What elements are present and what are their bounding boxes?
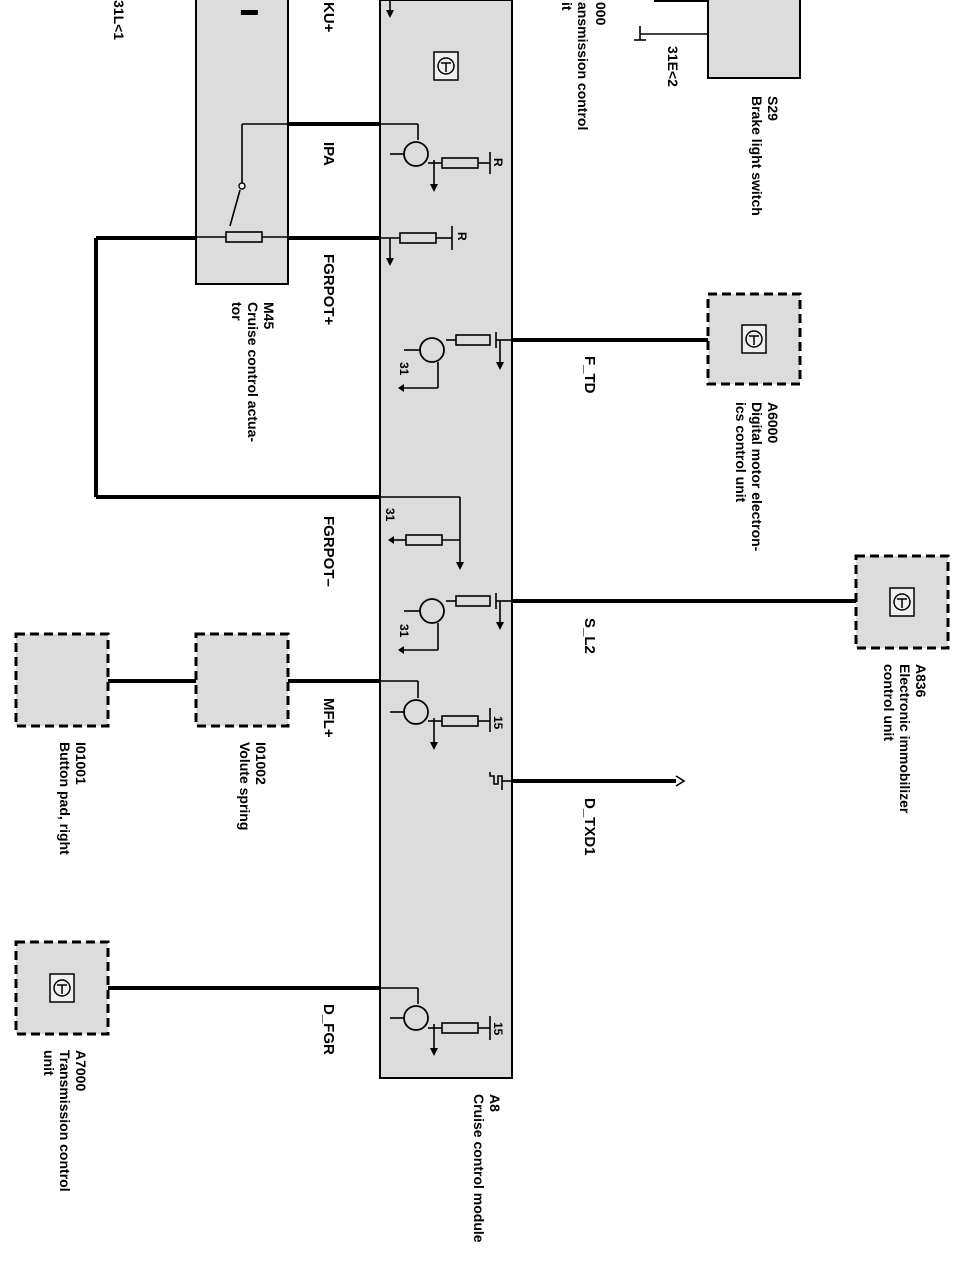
a836-id: A836 — [913, 664, 929, 698]
labels: 31L<1 31E<2 KU+ IPA FGRPOT+ FGRPOT– MFL+… — [41, 0, 929, 1243]
signal-d-txd1: D_TXD1 — [581, 798, 598, 856]
i01002-name: Volute spring — [237, 742, 253, 830]
ecu-icon — [889, 587, 915, 617]
cruise-control-module-box — [379, 0, 513, 1079]
signal-s-l2: S_L2 — [581, 618, 598, 654]
a7000-id: A7000 — [73, 1050, 89, 1091]
a7000-top-name-1: ansmission control — [575, 2, 591, 130]
ground-ref-top-left: 31L<1 — [111, 0, 127, 40]
signal-d-fgr: D_FGR — [320, 1004, 337, 1055]
i01002-id: I01002 — [253, 742, 269, 785]
ecu-icon — [741, 324, 767, 354]
pin-r-1: R — [491, 158, 505, 167]
signal-ipa: IPA — [320, 142, 337, 166]
m45-name-2: tor — [229, 302, 245, 321]
a8-name: Cruise control module — [471, 1094, 487, 1243]
pin-r-2: R — [455, 232, 469, 241]
a836-name-1: Electronic immobilizer — [897, 664, 913, 814]
a7000-name-1: Transmission control — [57, 1050, 73, 1192]
ecu-icon — [433, 51, 459, 81]
ecu-icon — [49, 973, 75, 1003]
a7000-top-id: 000 — [593, 2, 609, 26]
a7000-name-2: unit — [41, 1050, 57, 1076]
volute-spring-box — [194, 632, 290, 728]
signal-fgrpot-plus: FGRPOT+ — [320, 254, 337, 325]
a8-id: A8 — [487, 1094, 503, 1112]
internal-circuitry — [196, 0, 708, 1056]
m45-name-1: Cruise control actua- — [245, 302, 261, 442]
a6000-name-1: Digital motor electron- — [749, 402, 765, 552]
signal-ku-plus: KU+ — [320, 2, 337, 33]
pin-31-a: 31 — [397, 362, 411, 376]
s29-id: S29 — [765, 96, 781, 121]
pin-15-a: 15 — [491, 716, 505, 730]
pin-31-c: 31 — [397, 624, 411, 638]
a836-name-2: control unit — [881, 664, 897, 741]
signal-fgrpot-minus: FGRPOT– — [320, 516, 337, 587]
svg-text:▌: ▌ — [240, 10, 258, 20]
signal-mfl-plus: MFL+ — [320, 698, 337, 738]
a6000-id: A6000 — [765, 402, 781, 443]
brake-light-switch-box — [707, 0, 801, 79]
signal-f-td: F_TD — [581, 356, 598, 394]
a6000-name-2: ics control unit — [733, 402, 749, 503]
pin-15-b: 15 — [491, 1022, 505, 1036]
ground-ref-top-right: 31E<2 — [665, 46, 681, 87]
m45-id: M45 — [261, 302, 277, 329]
button-pad-box — [14, 632, 110, 728]
wires — [94, 0, 856, 990]
i01001-id: I01001 — [73, 742, 89, 785]
pin-31-b: 31 — [383, 508, 397, 522]
i01001-name: Button pad, right — [57, 742, 73, 855]
a7000-top-name-2: it — [559, 2, 575, 11]
s29-name: Brake light switch — [749, 96, 765, 216]
